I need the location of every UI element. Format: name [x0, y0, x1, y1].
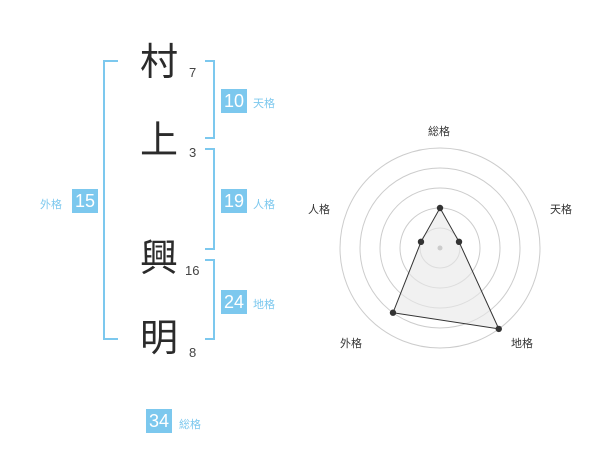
radar-polygon: [392, 206, 500, 330]
radar-label-jinkaku: 人格: [308, 203, 330, 216]
gaikaku-value: 15: [72, 189, 98, 213]
radar-point-chikaku: [495, 325, 502, 333]
tenkaku-label: 天格: [253, 97, 275, 110]
chikaku-bracket: [205, 259, 215, 340]
radar-label-tenkaku: 天格: [550, 203, 572, 216]
radar-label-soukaku: 総格: [428, 125, 450, 138]
radar-point-gaikaku: [389, 309, 397, 316]
radar-ring: [359, 167, 521, 329]
soukaku-label: 総格: [179, 418, 201, 431]
name-char-4: 明: [140, 316, 179, 360]
stroke-count-2: 3: [189, 145, 197, 160]
chikaku-value: 24: [221, 290, 247, 314]
jinkaku-bracket: [205, 148, 215, 250]
gaikaku-label: 外格: [40, 198, 62, 211]
soukaku-value: 34: [146, 409, 172, 433]
gaikaku-bracket: [103, 60, 118, 340]
radar-label-chikaku: 地格: [511, 337, 533, 350]
stroke-count-1: 7: [189, 65, 197, 80]
tenkaku-bracket: [205, 60, 215, 139]
radar-point-tenkaku: [455, 238, 463, 246]
tenkaku-value: 10: [221, 89, 247, 113]
radar-point-soukaku: [436, 204, 444, 212]
radar-point-jinkaku: [417, 238, 425, 246]
name-char-1: 村: [140, 40, 179, 84]
stroke-count-3: 16: [185, 263, 200, 278]
radar-center: [437, 245, 443, 251]
name-char-3: 興: [140, 236, 179, 280]
radar-label-gaikaku: 外格: [340, 337, 362, 350]
stroke-count-4: 8: [189, 345, 197, 360]
radar-ring: [339, 147, 541, 349]
chikaku-label: 地格: [253, 298, 275, 311]
jinkaku-label: 人格: [253, 198, 275, 211]
name-char-2: 上: [140, 118, 179, 162]
jinkaku-value: 19: [221, 189, 247, 213]
